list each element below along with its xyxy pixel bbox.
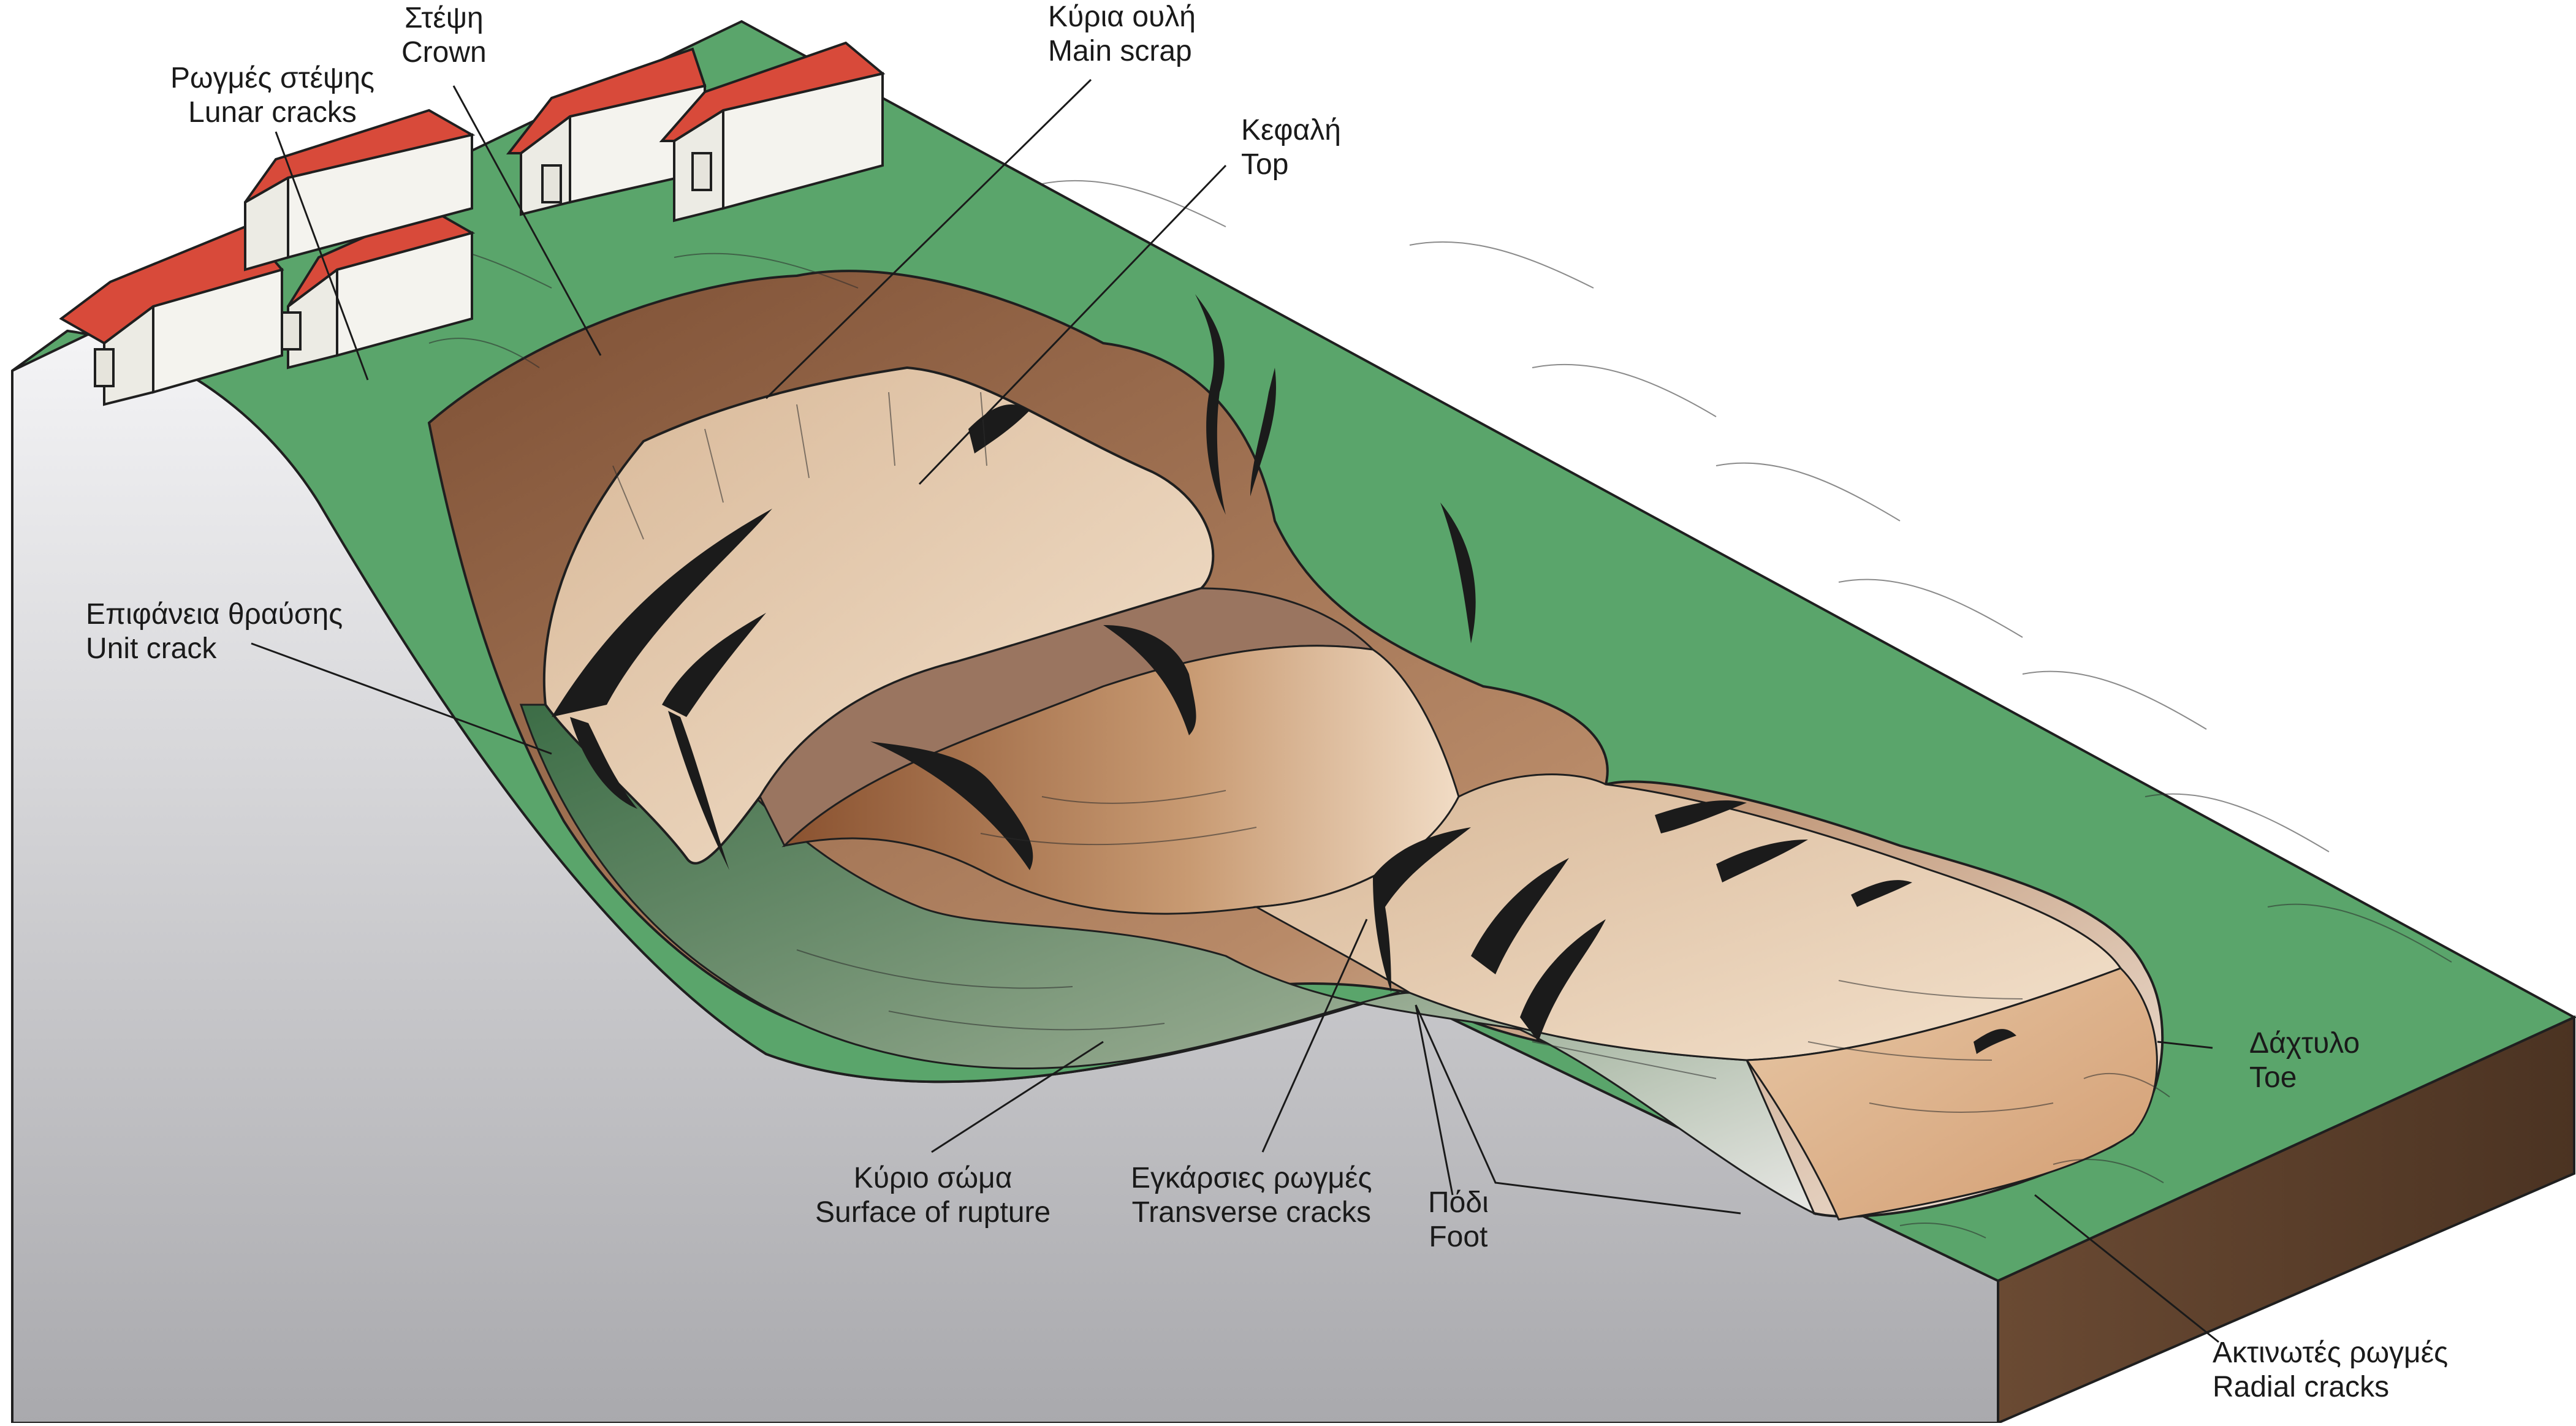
leader-main-scarp [765, 78, 1092, 400]
crack-radial [1974, 1029, 2016, 1054]
label-unit-crack-en: Unit crack [86, 632, 217, 665]
label-toe-en: Toe [2249, 1061, 2297, 1094]
crack-transverse-2 [1471, 858, 1569, 974]
label-top-en: Top [1241, 148, 1289, 181]
leader-foot [1415, 1004, 1741, 1215]
house-5 [659, 41, 886, 222]
label-transverse-cracks: Εγκάρσιες ρωγμές Transverse cracks [1131, 1161, 1372, 1230]
house-1 [59, 225, 284, 406]
leader-crown [452, 85, 602, 356]
label-foot: Πόδι Foot [1428, 1186, 1489, 1254]
leader-radial-cracks [2034, 1194, 2219, 1343]
house-2 [281, 207, 476, 370]
leader-transverse-cracks [1261, 919, 1368, 1153]
label-crown-gr: Στέψη [405, 2, 484, 34]
label-foot-en: Foot [1429, 1221, 1488, 1253]
label-top-gr: Κεφαλή [1241, 114, 1341, 146]
leader-top [918, 164, 1227, 485]
house-4 [506, 47, 707, 216]
leader-surface-of-rupture [931, 1041, 1104, 1153]
label-surface-of-rupture: Κύριο σώμα Surface of rupture [815, 1161, 1051, 1230]
label-unit-crack: Επιφάνεια θραύσης Unit crack [86, 597, 343, 666]
crack-lunar-3 [1440, 503, 1476, 643]
label-crown-en: Crown [401, 36, 487, 69]
main-body [1253, 773, 2122, 1061]
label-transverse-cracks-gr: Εγκάρσιες ρωγμές [1131, 1162, 1372, 1194]
label-toe-gr: Δάχτυλο [2249, 1027, 2360, 1060]
label-main-scarp-gr: Κύρια ουλή [1048, 1, 1196, 33]
leader-lines [251, 78, 2219, 1343]
crack-transverse-3 [1520, 919, 1606, 1042]
crack-unit-1 [552, 509, 772, 717]
crack-lower [870, 741, 1033, 870]
crack-transverse-5 [1716, 840, 1808, 882]
houses [59, 41, 886, 406]
crack-lunar-1 [1195, 294, 1226, 515]
crack-unit-2 [662, 613, 766, 717]
label-crown: Στέψη Crown [401, 1, 487, 70]
label-lunar-cracks: Ρωγμές στέψης Lunar cracks [170, 61, 374, 130]
toe-lobe [1745, 967, 2158, 1221]
crack-unit-3 [570, 717, 637, 809]
label-top: Κεφαλή Top [1241, 113, 1341, 182]
label-surface-of-rupture-gr: Κύριο σώμα [853, 1162, 1013, 1194]
label-toe: Δάχτυλο Toe [2249, 1026, 2360, 1095]
crack-transverse-6 [1851, 880, 1912, 907]
label-lunar-cracks-gr: Ρωγμές στέψης [170, 62, 375, 94]
crack-transverse-4 [1655, 800, 1747, 833]
terrain-hatching [367, 180, 2452, 1238]
label-transverse-cracks-en: Transverse cracks [1131, 1196, 1371, 1229]
label-radial-cracks-en: Radial cracks [2213, 1371, 2390, 1403]
house-3 [244, 108, 476, 271]
crack-transverse-1 [1373, 827, 1471, 993]
leader-lunar-cracks [275, 131, 369, 381]
label-radial-cracks: Ακτινωτές ρωγμές Radial cracks [2213, 1336, 2448, 1405]
label-unit-crack-gr: Επιφάνεια θραύσης [86, 598, 343, 631]
leader-unit-crack [251, 642, 552, 755]
label-main-scarp-en: Main scrap [1048, 35, 1192, 67]
crack-lunar-2 [1250, 368, 1276, 496]
leader-toe [2157, 1041, 2213, 1049]
label-radial-cracks-gr: Ακτινωτές ρωγμές [2213, 1337, 2449, 1369]
crack-mid [1103, 625, 1196, 735]
label-main-scarp: Κύρια ουλή Main scrap [1048, 0, 1196, 69]
crack-unit-4 [668, 711, 729, 870]
label-surface-of-rupture-en: Surface of rupture [815, 1196, 1051, 1229]
label-foot-gr: Πόδι [1428, 1186, 1489, 1219]
label-lunar-cracks-en: Lunar cracks [188, 96, 357, 129]
